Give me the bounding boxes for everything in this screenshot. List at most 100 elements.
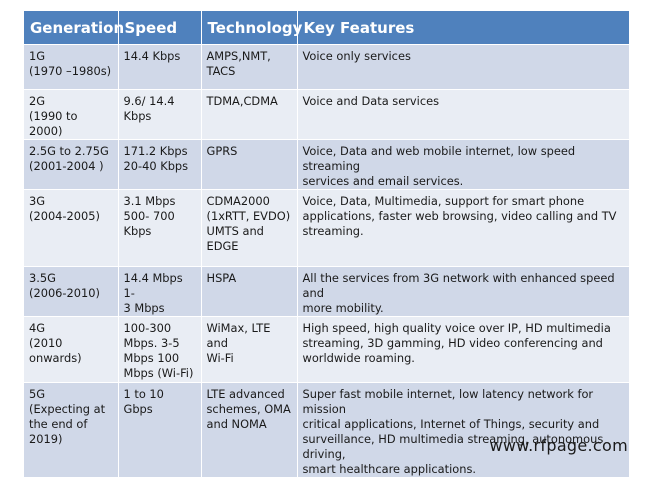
cell-speed-line: 500- 700 xyxy=(124,209,196,224)
generations-table: Generation Speed Technology Key Features… xyxy=(24,11,630,477)
footer-website: www.rfpage.com xyxy=(489,436,628,455)
cell-speed-line: Kbps xyxy=(124,109,196,124)
cell-generation-line: 1G xyxy=(29,49,113,64)
cell-features-line: All the services from 3G network with en… xyxy=(303,271,624,301)
cell-generation-line: (2006-2010) xyxy=(29,286,113,301)
cell-technology-line: Wi-Fi xyxy=(207,351,292,366)
cell-speed-line: Mbps 100 xyxy=(124,351,196,366)
cell-features-line: streaming, 3D gamming, HD video conferen… xyxy=(303,336,624,351)
cell-features: Voice, Data and web mobile internet, low… xyxy=(297,140,629,190)
cell-technology: HSPA xyxy=(201,267,297,317)
header-generation: Generation xyxy=(24,11,118,45)
cell-generation-line: onwards) xyxy=(29,351,113,366)
header-technology: Technology xyxy=(201,11,297,45)
cell-generation-line: (Expecting at xyxy=(29,402,113,417)
cell-speed-line: 1 to 10 Gbps xyxy=(124,387,196,417)
cell-features: Super fast mobile internet, low latency … xyxy=(297,383,629,477)
cell-technology-line: WiMax, LTE and xyxy=(207,321,292,351)
cell-technology-line: UMTS and xyxy=(207,224,292,239)
cell-features-line: more mobility. xyxy=(303,301,624,316)
table-row: 1G(1970 –1980s) 14.4 Kbps AMPS,NMT,TACS Voi… xyxy=(24,45,629,90)
cell-generation: 1G(1970 –1980s) xyxy=(24,45,118,90)
cell-generation: 2.5G to 2.75G(2001-2004 ) xyxy=(24,140,118,190)
cell-speed-line: 9.6/ 14.4 xyxy=(124,94,196,109)
cell-features: All the services from 3G network with en… xyxy=(297,267,629,317)
cell-features: Voice only services xyxy=(297,45,629,90)
cell-technology-line: LTE advanced xyxy=(207,387,292,402)
cell-generation-line: 2019) xyxy=(29,432,113,447)
header-speed: Speed xyxy=(118,11,201,45)
cell-generation: 3G(2004-2005) xyxy=(24,190,118,267)
cell-features: High speed, high quality voice over IP, … xyxy=(297,317,629,383)
cell-technology-line: EDGE xyxy=(207,239,292,254)
cell-technology-line: CDMA2000 xyxy=(207,194,292,209)
cell-features-line: Voice, Data and web mobile internet, low… xyxy=(303,144,624,174)
cell-features-line: streaming. xyxy=(303,224,624,239)
cell-features-line: Super fast mobile internet, low latency … xyxy=(303,387,624,417)
cell-generation-line: the end of xyxy=(29,417,113,432)
cell-technology-line: HSPA xyxy=(207,271,292,286)
cell-generation-line: 2.5G to 2.75G xyxy=(29,144,113,159)
cell-technology-line: TACS xyxy=(207,64,292,79)
cell-speed: 14.4 Kbps xyxy=(118,45,201,90)
table-header-row: Generation Speed Technology Key Features xyxy=(24,11,629,45)
cell-speed-line: 20-40 Kbps xyxy=(124,159,196,174)
cell-speed-line: Kbps xyxy=(124,224,196,239)
cell-generation-line: (1990 to 2000) xyxy=(29,109,113,139)
cell-features: Voice, Data, Multimedia, support for sma… xyxy=(297,190,629,267)
cell-features-line: High speed, high quality voice over IP, … xyxy=(303,321,624,336)
cell-features-line: critical applications, Internet of Thing… xyxy=(303,417,624,432)
cell-features-line: Voice, Data, Multimedia, support for sma… xyxy=(303,194,624,209)
cell-technology: AMPS,NMT,TACS xyxy=(201,45,297,90)
cell-speed-line: 3.1 Mbps xyxy=(124,194,196,209)
header-key-features: Key Features xyxy=(297,11,629,45)
cell-speed-line: Mbps. 3-5 xyxy=(124,336,196,351)
table-row: 3.5G(2006-2010)14.4 Mbps 1-3 Mbps HSPA All… xyxy=(24,267,629,317)
cell-speed-line: 3 Mbps xyxy=(124,301,196,316)
cell-generation-line: 2G xyxy=(29,94,113,109)
cell-speed: 1 to 10 Gbps xyxy=(118,383,201,477)
cell-features-line: Voice and Data services xyxy=(303,94,624,109)
cell-generation-line: 5G xyxy=(29,387,113,402)
cell-generation-line: 3G xyxy=(29,194,113,209)
cell-technology-line: TDMA,CDMA xyxy=(207,94,292,109)
cell-generation-line: (2001-2004 ) xyxy=(29,159,113,174)
cell-generation: 3.5G(2006-2010) xyxy=(24,267,118,317)
cell-features-line: applications, faster web browsing, video… xyxy=(303,209,624,224)
cell-technology-line: AMPS,NMT, xyxy=(207,49,292,64)
cell-speed-line: 171.2 Kbps xyxy=(124,144,196,159)
cell-technology-line: GPRS xyxy=(207,144,292,159)
cell-technology: GPRS xyxy=(201,140,297,190)
cell-speed-line: Mbps (Wi-Fi) xyxy=(124,366,196,381)
cell-speed-line: 100-300 xyxy=(124,321,196,336)
cell-technology-line: and NOMA xyxy=(207,417,292,432)
cell-technology-line: (1xRTT, EVDO) xyxy=(207,209,292,224)
cell-generation: 2G(1990 to 2000) xyxy=(24,90,118,140)
cell-features-line: worldwide roaming. xyxy=(303,351,624,366)
cell-speed-line: 14.4 Mbps 1- xyxy=(124,271,196,301)
cell-generation-line: 4G xyxy=(29,321,113,336)
cell-generation-line: (1970 –1980s) xyxy=(29,64,113,79)
cell-speed: 14.4 Mbps 1-3 Mbps xyxy=(118,267,201,317)
cell-generation-line: (2010 xyxy=(29,336,113,351)
cell-technology: TDMA,CDMA xyxy=(201,90,297,140)
cell-features-line: Voice only services xyxy=(303,49,624,64)
cell-features: Voice and Data services xyxy=(297,90,629,140)
cell-speed-line: 14.4 Kbps xyxy=(124,49,196,64)
cell-features-line: smart healthcare applications. xyxy=(303,462,624,477)
cell-features-line: services and email services. xyxy=(303,174,624,189)
cell-generation-line: (2004-2005) xyxy=(29,209,113,224)
